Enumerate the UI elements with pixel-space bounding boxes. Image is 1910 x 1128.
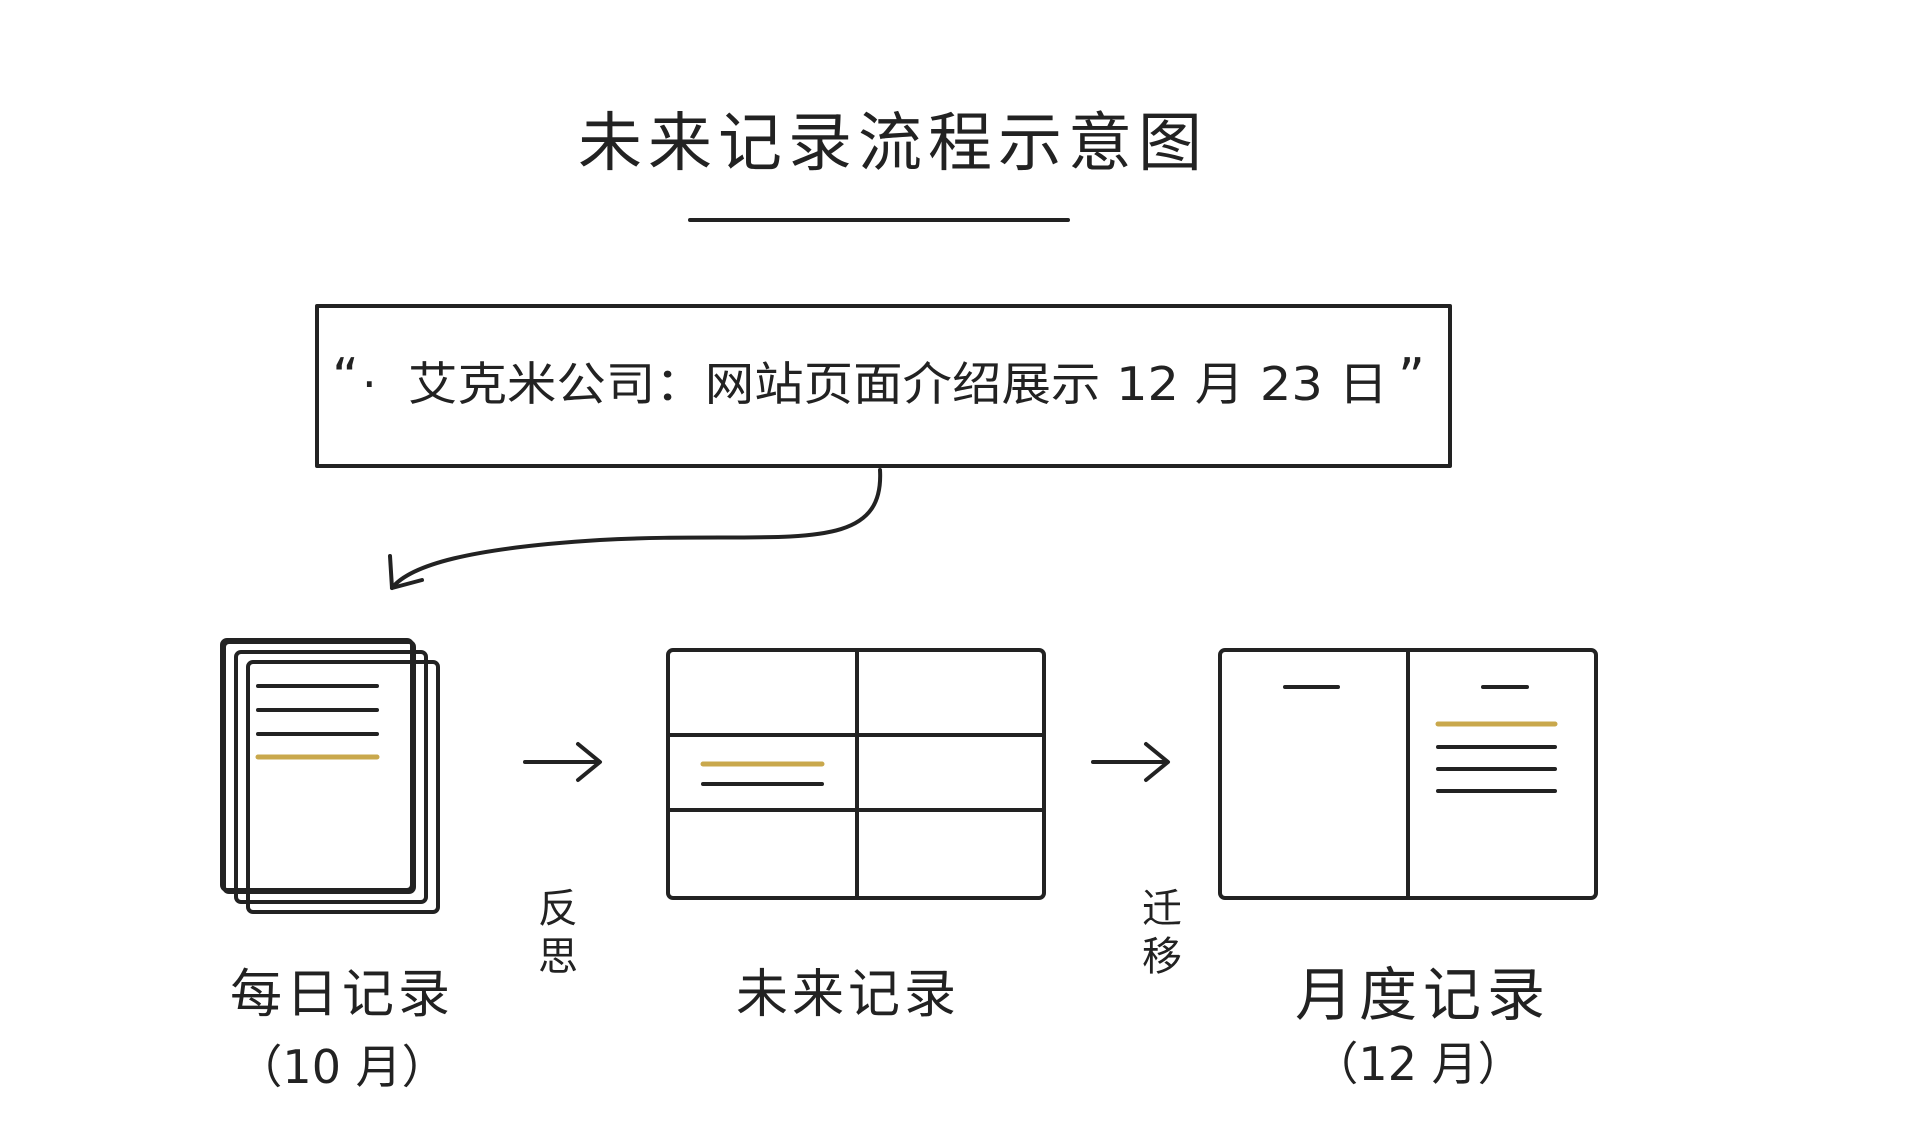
- step-daily-sublabel: （10 月）: [236, 1040, 447, 1094]
- arrow-reflect-label-1: 反: [538, 886, 578, 932]
- arrow-reflect: [523, 742, 602, 782]
- callout-open-quote: “: [332, 348, 359, 408]
- step-monthly-sublabel: （12 月）: [1312, 1037, 1523, 1091]
- callout-box: [315, 304, 1452, 468]
- curved-arrow-head: [388, 554, 424, 590]
- future-log-icon: [666, 648, 1046, 900]
- step-monthly-label: 月度记录: [1295, 961, 1551, 1029]
- step-daily-label: 每日记录: [230, 965, 454, 1025]
- monthly-log-icon: [1218, 648, 1598, 900]
- diagram-title: 未来记录流程示意图: [578, 107, 1208, 181]
- arrow-reflect-label-2: 思: [538, 934, 578, 980]
- daily-log-icon: [220, 638, 440, 914]
- callout-bullet: ·: [362, 357, 377, 411]
- curved-arrow: [390, 468, 883, 590]
- arrow-migrate: [1091, 742, 1170, 782]
- arrow-migrate-label-1: 迁: [1142, 886, 1182, 932]
- callout-text: 艾克米公司：网站页面介绍展示 12 月 23 日: [408, 357, 1388, 411]
- step-future-label: 未来记录: [736, 965, 960, 1025]
- arrow-migrate-label-2: 移: [1142, 934, 1182, 980]
- callout-close-quote: ”: [1398, 348, 1425, 408]
